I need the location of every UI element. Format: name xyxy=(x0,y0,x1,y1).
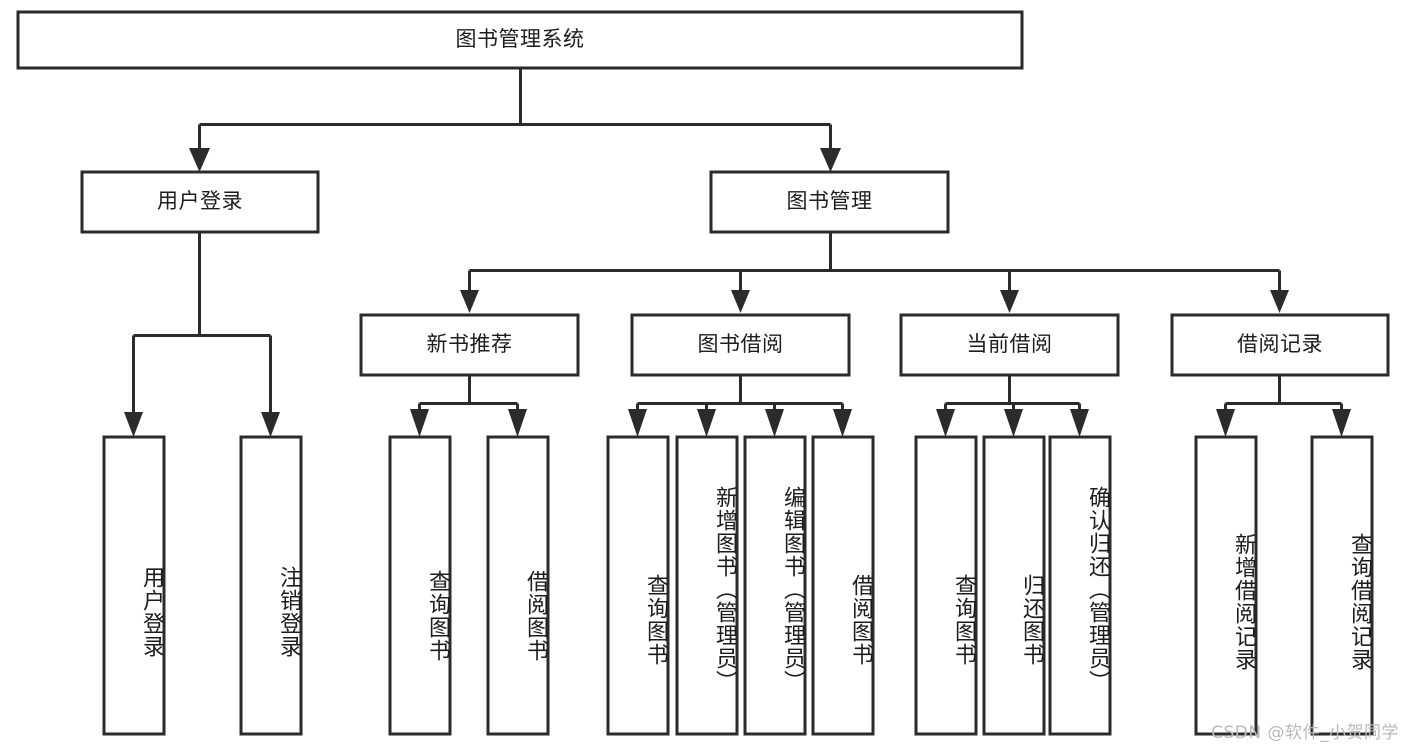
arrowhead-borrow-leaf-1 xyxy=(628,409,647,437)
arrowhead-borrow-leaf-3 xyxy=(765,409,784,437)
arrowhead-current-leaf-1 xyxy=(936,409,955,437)
arrowhead-current-borrow xyxy=(1000,290,1019,313)
node-box-root[interactable] xyxy=(16,10,1024,70)
arrowhead-borrow-leaf-4 xyxy=(833,409,852,437)
arrowhead-record-leaf-1 xyxy=(1216,409,1235,437)
arrowhead-leaf-logout xyxy=(261,412,280,437)
arrowhead-newbook-leaf-2 xyxy=(508,409,527,437)
arrowhead-current-leaf-2 xyxy=(1004,409,1023,437)
node-box-book-manage[interactable] xyxy=(709,170,950,234)
node-box-user-login[interactable] xyxy=(80,170,320,234)
node-box-leaf-9[interactable] xyxy=(982,435,1046,736)
node-box-leaf-4[interactable] xyxy=(606,435,670,736)
arrowhead-record-leaf-2 xyxy=(1332,409,1351,437)
node-box-leaf-11[interactable] xyxy=(1194,435,1258,736)
node-box-leaf-2[interactable] xyxy=(388,435,452,736)
node-box-leaf-5[interactable] xyxy=(675,435,739,736)
arrowhead-book-manage xyxy=(820,148,841,172)
arrowhead-borrow-record xyxy=(1270,290,1289,313)
arrowhead-user-login xyxy=(189,148,210,172)
node-box-current-borrow[interactable] xyxy=(899,313,1120,377)
node-box-borrow-record[interactable] xyxy=(1170,313,1390,377)
node-box-leaf-1[interactable] xyxy=(239,435,303,736)
arrowhead-book-borrow xyxy=(731,290,750,313)
node-box-leaf-0[interactable] xyxy=(102,435,166,736)
node-box-leaf-10[interactable] xyxy=(1048,435,1112,736)
node-box-leaf-12[interactable] xyxy=(1310,435,1374,736)
node-box-leaf-6[interactable] xyxy=(743,435,807,736)
node-box-leaf-8[interactable] xyxy=(914,435,978,736)
connector-layer xyxy=(124,68,1351,437)
arrowhead-new-book-rec xyxy=(460,290,479,313)
node-box-leaf-7[interactable] xyxy=(811,435,875,736)
node-box-layer xyxy=(16,10,1390,736)
arrowhead-newbook-leaf-1 xyxy=(410,409,429,437)
arrowhead-leaf-user-login xyxy=(124,412,143,437)
node-box-new-book-recommend[interactable] xyxy=(359,313,580,377)
node-box-leaf-3[interactable] xyxy=(486,435,550,736)
node-box-book-borrow[interactable] xyxy=(630,313,851,377)
arrowhead-borrow-leaf-2 xyxy=(697,409,716,437)
arrowhead-current-leaf-3 xyxy=(1070,409,1089,437)
